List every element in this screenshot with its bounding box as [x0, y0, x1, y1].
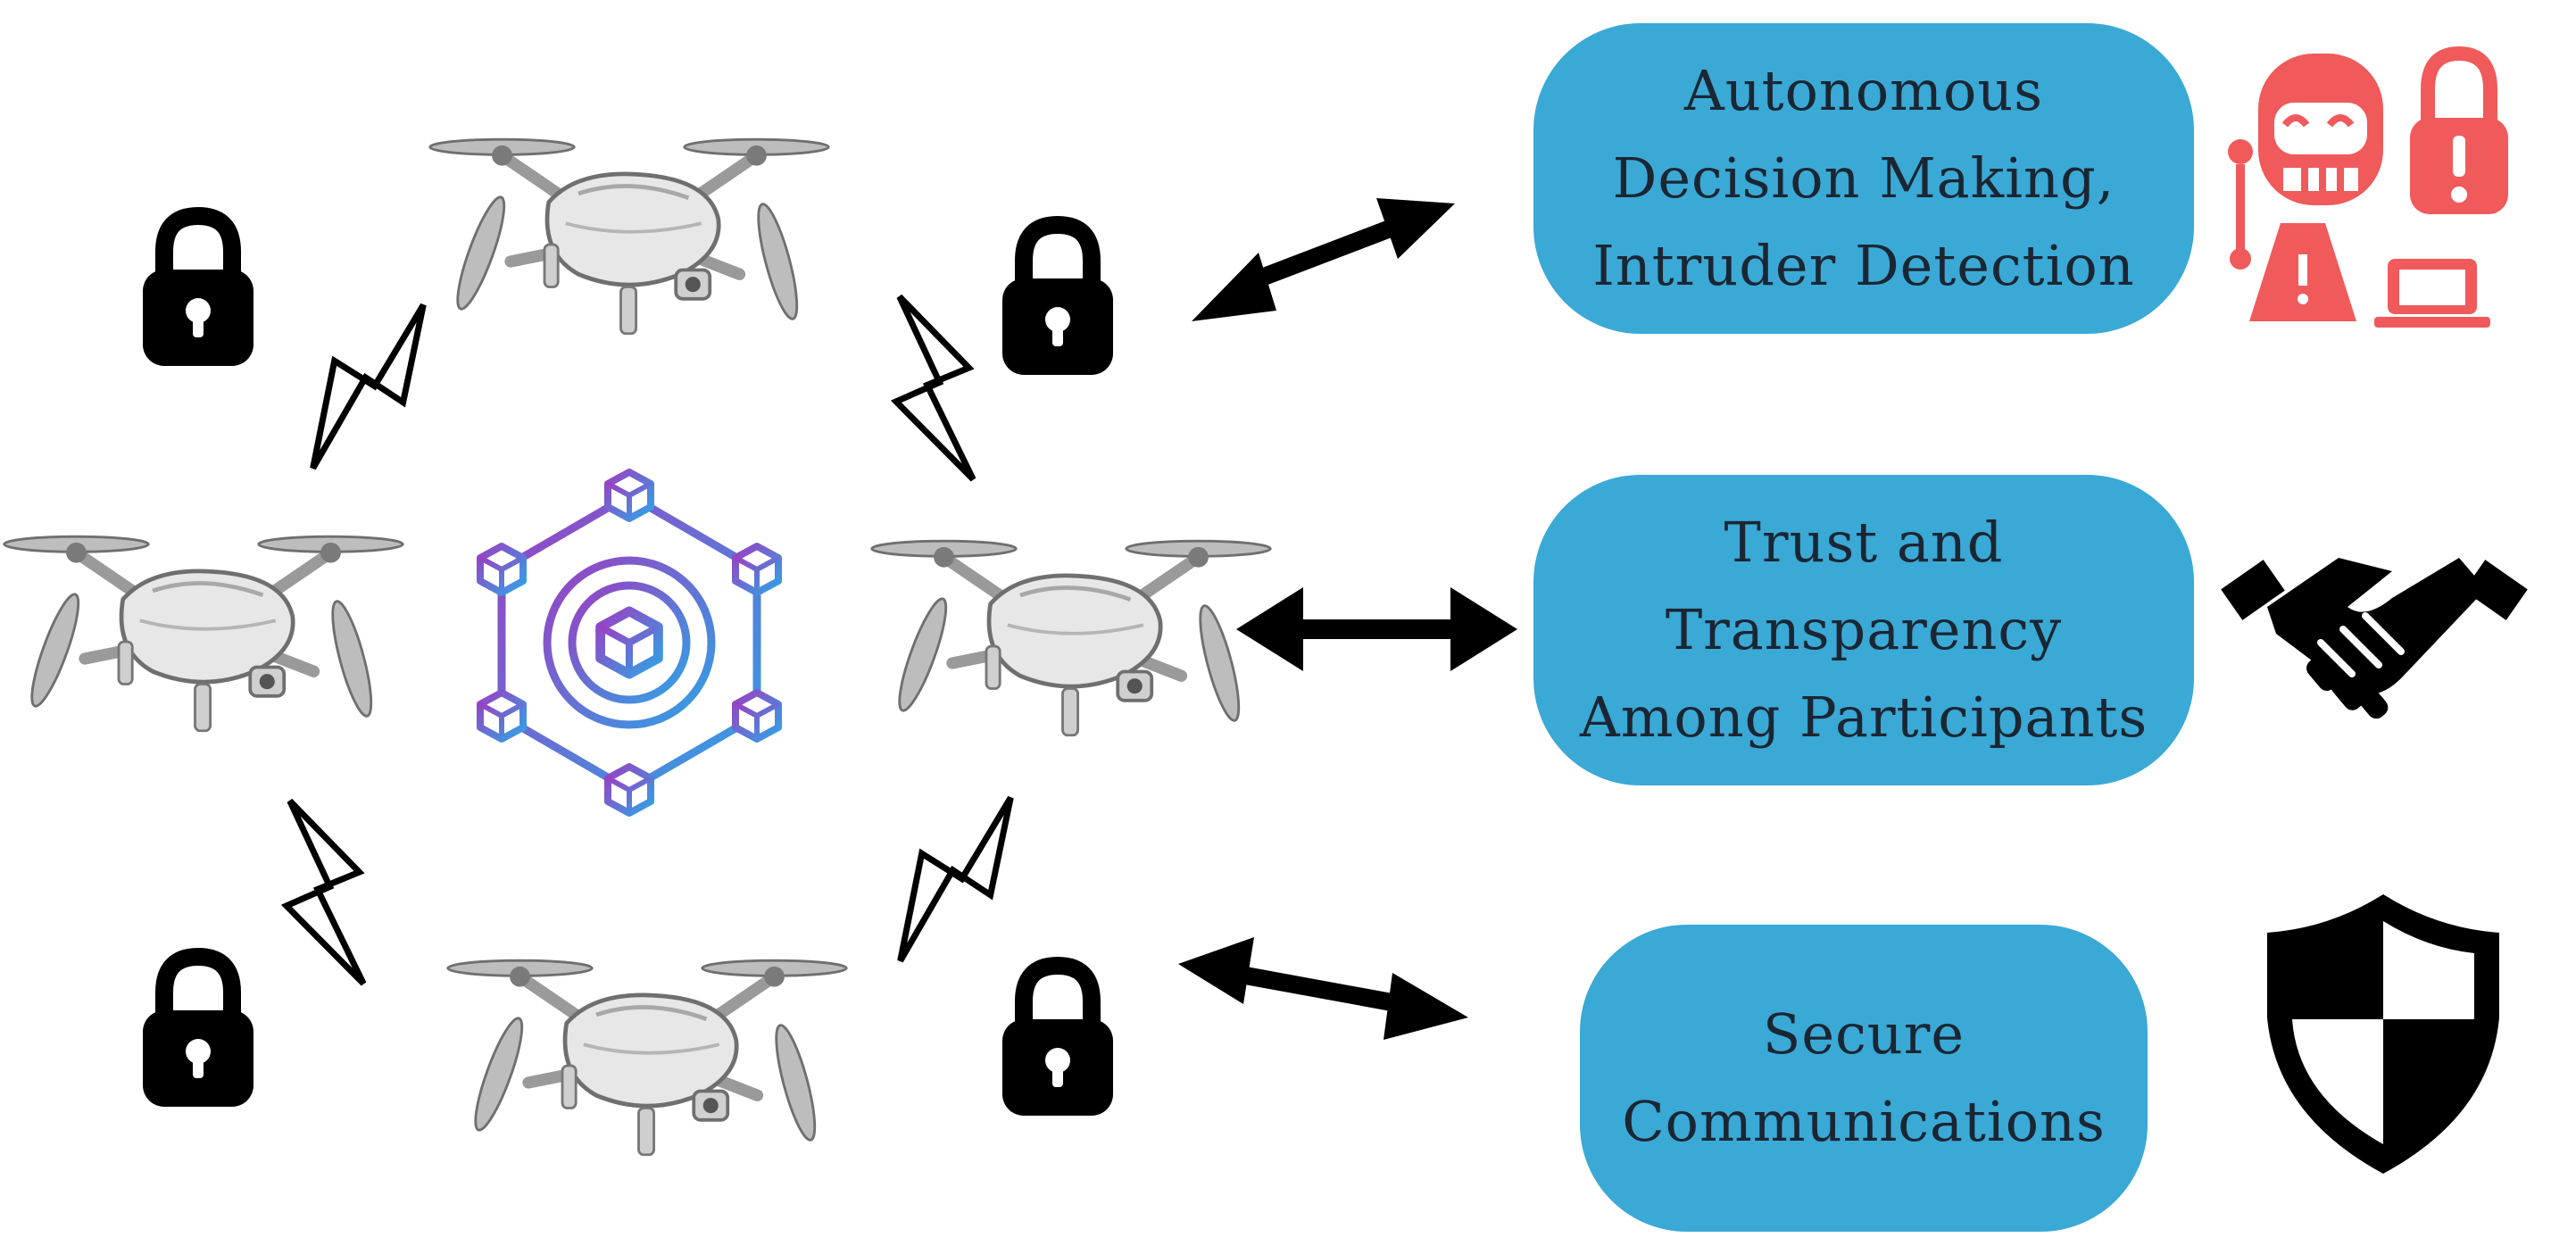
- lightning-bolt-icon: [279, 796, 367, 988]
- double-arrow-icon: [1192, 198, 1455, 321]
- box-line: Decision Making,: [1612, 145, 2115, 211]
- box-line: Autonomous: [1683, 58, 2044, 123]
- box-line: Among Participants: [1579, 685, 2148, 750]
- robot-security-icon: [2228, 46, 2508, 328]
- box-line: Trust and: [1724, 510, 2004, 575]
- box-line: Communications: [1622, 1089, 2106, 1154]
- lock-icon: [1002, 966, 1113, 1116]
- box-line: Intruder Detection: [1592, 233, 2135, 298]
- box-line: Secure: [1762, 1001, 1965, 1067]
- shield-icon: [2267, 894, 2499, 1174]
- lock-icon: [143, 957, 253, 1107]
- lightning-bolt-icon: [269, 296, 462, 470]
- box-line: Transparency: [1665, 597, 2063, 662]
- blockchain-network-icon: [480, 472, 778, 813]
- double-arrow-icon: [1236, 587, 1517, 671]
- drone-icon: [448, 960, 847, 1155]
- autonomous-decision-box: Autonomous Decision Making, Intruder Det…: [1533, 23, 2194, 334]
- drone-icon: [430, 139, 829, 334]
- secure-communications-box: Secure Communications: [1580, 925, 2148, 1232]
- double-arrow-icon: [1178, 937, 1468, 1040]
- lock-icon: [143, 216, 253, 366]
- lightning-bolt-icon: [856, 789, 1050, 963]
- trust-transparency-box: Trust and Transparency Among Participant…: [1533, 475, 2194, 785]
- handshake-icon: [2221, 558, 2528, 719]
- drone-icon: [872, 541, 1271, 735]
- drone-icon: [4, 536, 403, 731]
- lock-icon: [1002, 225, 1113, 375]
- lightning-bolt-icon: [889, 292, 976, 484]
